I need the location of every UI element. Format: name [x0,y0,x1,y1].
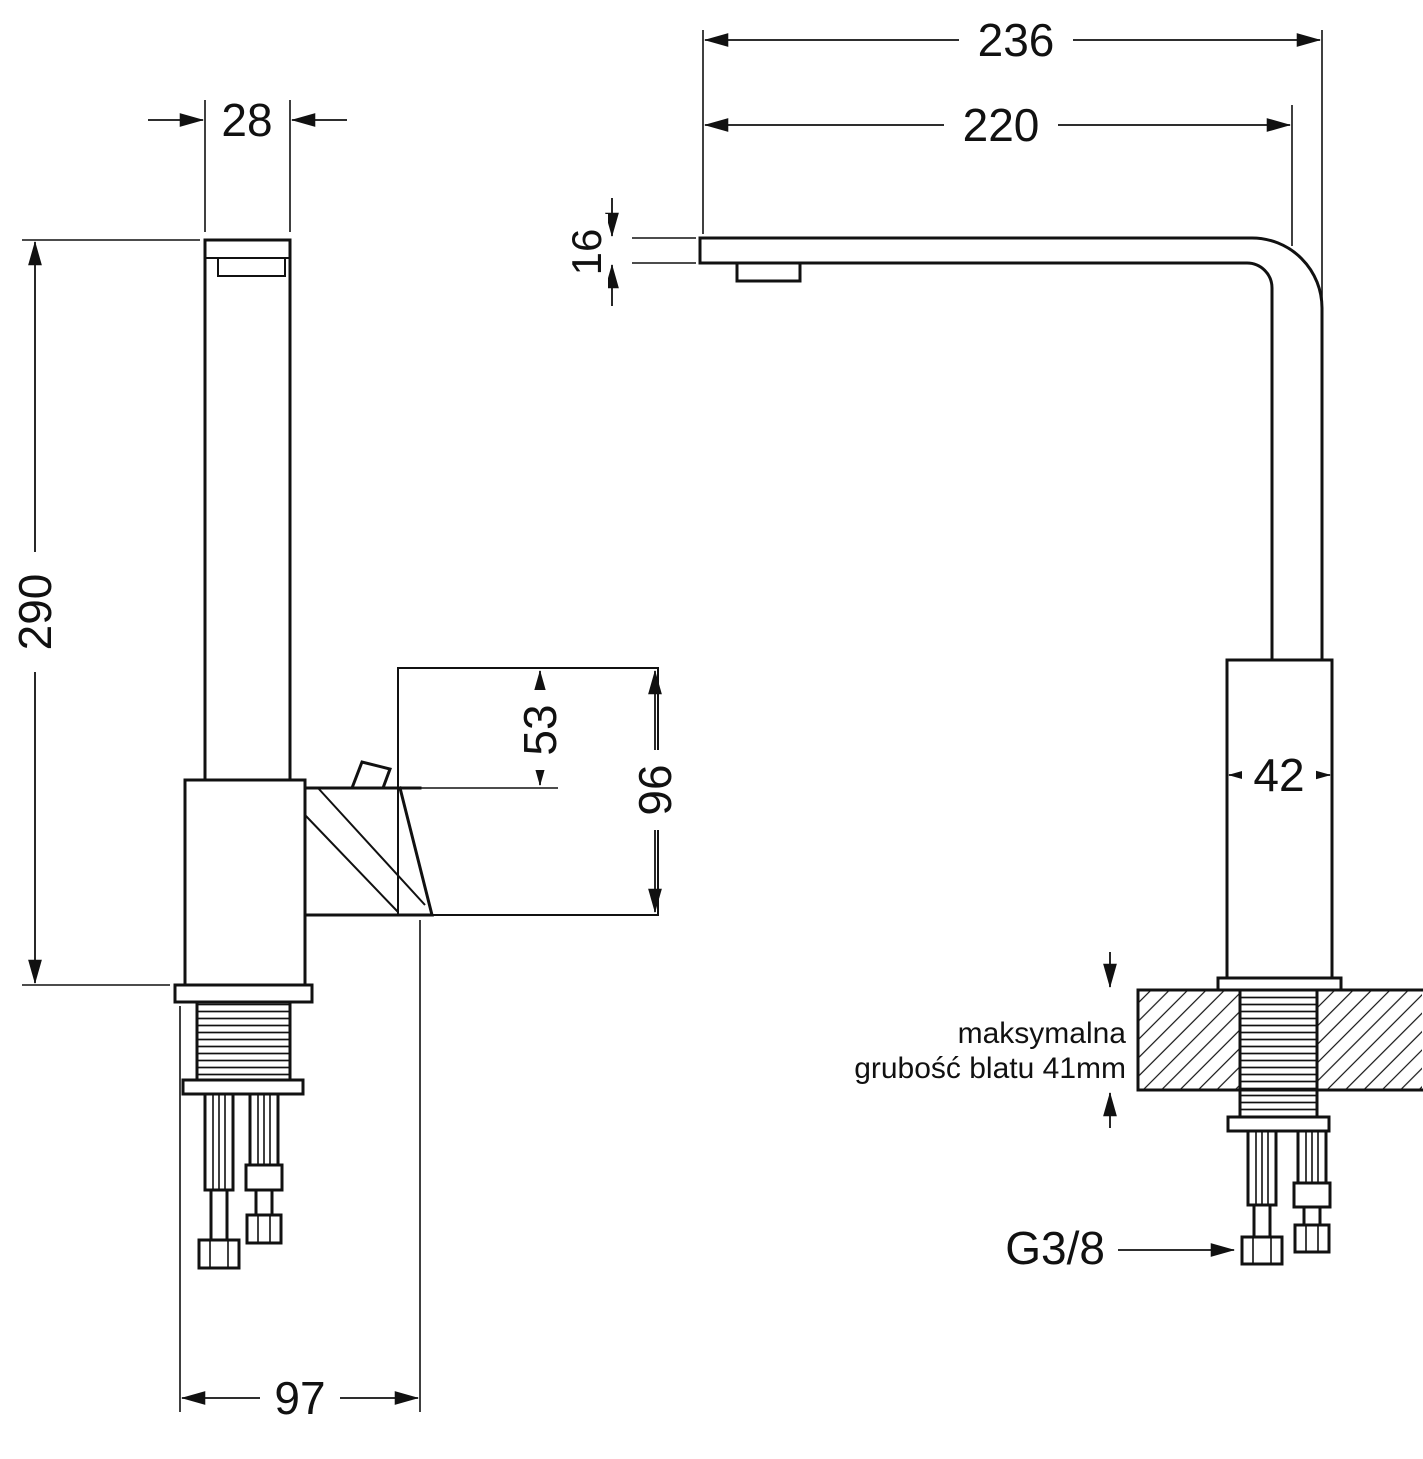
dim-handle-offset-label: 53 [514,704,566,755]
dim-total-reach-label: 236 [978,14,1055,66]
dim-handle-height-96: 96 [629,669,681,914]
dim-spout-thickness-16: 16 [562,198,696,306]
dim-spout-thickness-label: 16 [563,229,610,276]
dim-total-height-label: 290 [9,574,61,651]
side-lever-knob [349,760,392,790]
side-body [183,778,307,987]
dim-base-depth-label: 97 [274,1372,325,1424]
side-spout-column [203,238,292,782]
side-spout-outlet [217,258,286,277]
connection-thread-callout: G3/8 [1005,1222,1236,1274]
front-body [1225,658,1334,980]
side-view-faucet [173,238,659,1270]
front-washer [1226,1115,1331,1133]
dim-spout-reach-label: 220 [963,99,1040,151]
front-hose-right [1292,1129,1332,1254]
label-background [516,690,564,770]
side-base-flange [173,983,314,1004]
connection-thread-label: G3/8 [1005,1222,1105,1274]
side-lever-detail [304,787,426,913]
dim-base-depth-97: 97 [179,920,421,1424]
front-aerator [735,261,802,283]
front-spout-inner [698,261,1274,662]
dim-total-height-290: 290 [9,239,200,986]
dim-total-reach-236: 236 [702,14,1323,302]
label-background [260,1373,340,1423]
side-threaded-shank [198,1003,289,1080]
front-view-faucet [698,236,1423,1266]
dim-spout-reach-220: 220 [703,99,1293,246]
label-background [631,750,679,830]
side-hose-left [197,1092,241,1270]
label-background [1242,750,1316,800]
label-background [9,552,61,672]
side-washer [181,1078,305,1096]
side-lever-housing [303,786,434,917]
front-threaded-shank [1241,991,1316,1117]
dim-body-width-label: 42 [1253,749,1304,801]
counter-thickness-note: maksymalna grubość blatu 41mm [854,952,1126,1128]
label-background [959,15,1073,65]
counter-note-line2: grubość blatu 41mm [854,1052,1126,1085]
front-hose-left [1240,1129,1284,1266]
label-background [211,95,283,145]
dim-body-width-42: 42 [1227,749,1332,801]
dim-spout-width-28: 28 [148,94,347,232]
dim-handle-offset-53: 53 [420,669,566,789]
dim-spout-width-label: 28 [221,94,272,146]
counter-note-line1: maksymalna [958,1017,1127,1050]
label-background [944,100,1058,150]
side-hose-right [244,1092,284,1245]
dim-handle-height-label: 96 [629,764,681,815]
label-background [562,214,608,290]
front-spout-outer [698,236,1324,662]
front-base-flange [1216,976,1343,992]
